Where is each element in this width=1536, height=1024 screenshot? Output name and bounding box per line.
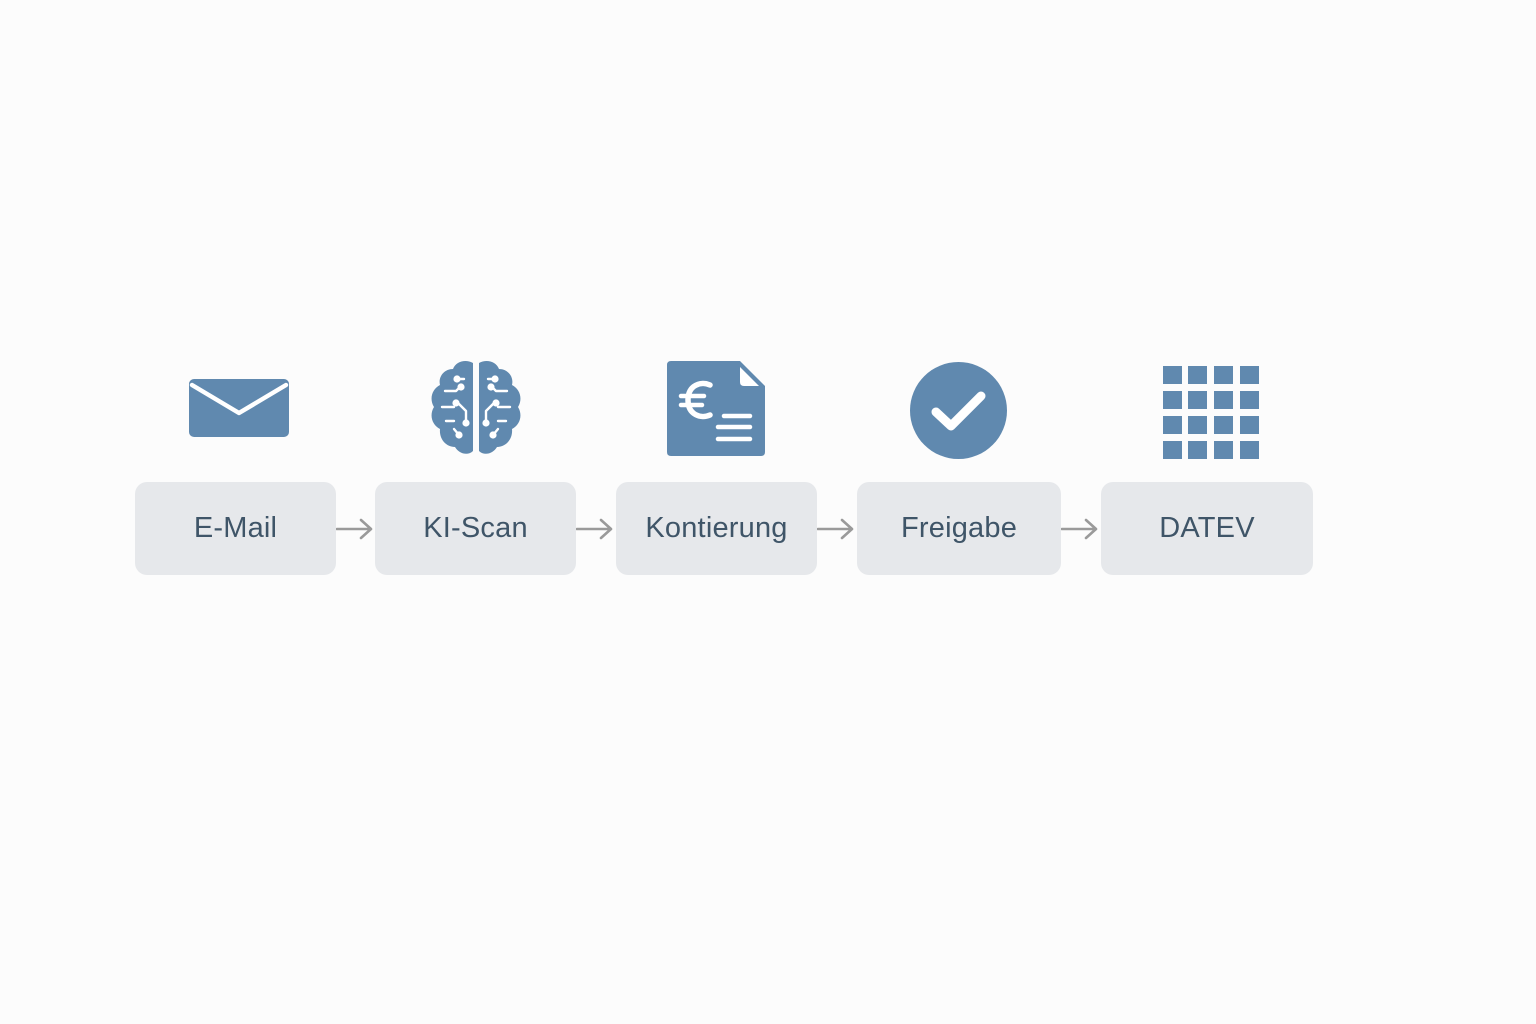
arrow-right-icon xyxy=(576,518,613,540)
step-label-kontierung: Kontierung xyxy=(645,512,788,544)
step-ki-scan: KI-Scan xyxy=(375,482,576,575)
step-label-email: E-Mail xyxy=(193,512,278,544)
step-datev: DATEV xyxy=(1101,482,1313,575)
step-label-freigabe: Freigabe xyxy=(900,512,1018,544)
arrow-right-icon xyxy=(336,518,373,540)
step-label-ki-scan: KI-Scan xyxy=(423,512,528,544)
step-label-datev: DATEV xyxy=(1159,512,1255,544)
envelope-icon xyxy=(189,379,289,437)
step-freigabe: Freigabe xyxy=(857,482,1061,575)
euro-document-icon xyxy=(666,361,766,456)
checkmark-circle-icon xyxy=(910,362,1007,459)
arrow-1 xyxy=(336,517,374,541)
arrow-right-icon xyxy=(1061,518,1098,540)
arrow-2 xyxy=(576,517,614,541)
brain-icon xyxy=(426,357,526,457)
arrow-3 xyxy=(817,517,855,541)
step-email: E-Mail xyxy=(135,482,336,575)
grid-table-icon xyxy=(1163,366,1259,459)
arrow-right-icon xyxy=(817,518,854,540)
step-kontierung: Kontierung xyxy=(616,482,817,575)
arrow-4 xyxy=(1061,517,1099,541)
